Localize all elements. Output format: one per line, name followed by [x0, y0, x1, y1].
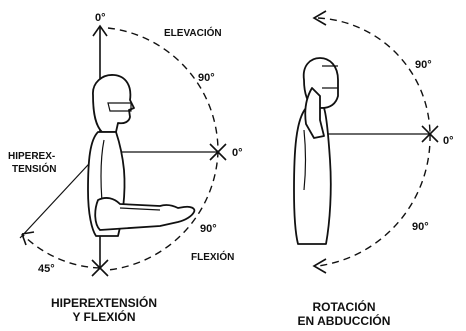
- angle-upper-label-right: 90°: [415, 59, 432, 71]
- angle-lower-label-right: 90°: [412, 221, 429, 233]
- person-figure-right: [294, 58, 338, 244]
- arm: [95, 198, 194, 230]
- arrow-down-icon: [314, 259, 326, 273]
- angle-right-label: 0°: [232, 147, 243, 159]
- hyperextension-arc: [22, 234, 100, 268]
- left-caption-line1: HIPEREXTENSIÓN: [51, 295, 157, 310]
- hyperextension-label-1: HIPEREX-: [8, 151, 55, 162]
- left-figure: 0° ELEVACIÓN 90° HIPEREX- TENSIÓN 0° 90°…: [8, 12, 243, 324]
- flexion-label: FLEXIÓN: [191, 250, 234, 263]
- left-caption-line2: Y FLEXIÓN: [72, 309, 135, 324]
- elevation-label: ELEVACIÓN: [164, 26, 222, 39]
- angle-top-label: 0°: [95, 12, 106, 24]
- right-caption-line1: ROTACIÓN: [312, 299, 375, 314]
- angle-45-label: 45°: [38, 263, 55, 275]
- lower-rotation-arc: [318, 134, 430, 266]
- angle-upper-label: 90°: [198, 72, 215, 84]
- person-figure: [88, 75, 194, 236]
- angle-lower-label: 90°: [200, 223, 217, 235]
- hyperextension-label-2: TENSIÓN: [12, 162, 56, 175]
- angle-right-label-right: 0°: [443, 135, 454, 147]
- right-caption-line2: EN ABDUCCIÓN: [298, 313, 391, 328]
- right-figure: 90° 0° 90° ROTACIÓN EN ABDUCCIÓN: [294, 11, 454, 328]
